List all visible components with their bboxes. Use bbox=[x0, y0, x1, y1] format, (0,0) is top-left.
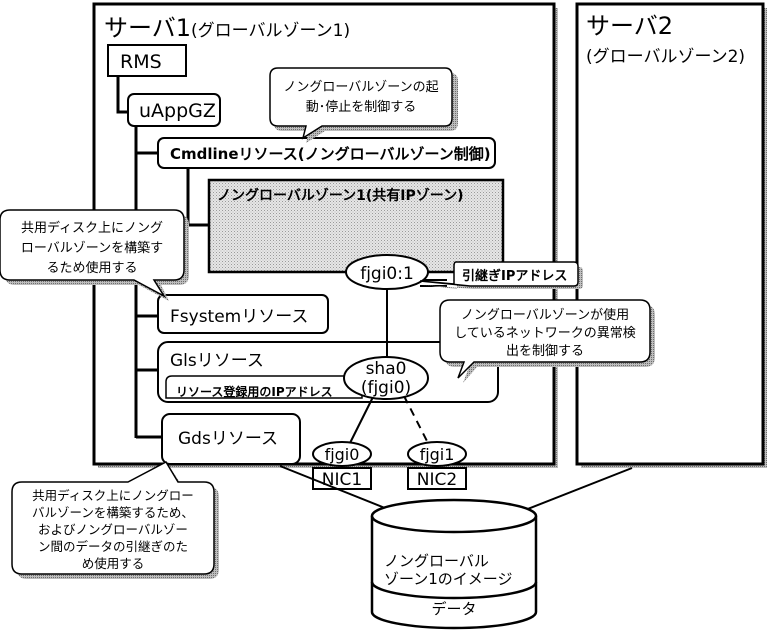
fsystem-note-callout: 共用ディスク上にノング ローバルゾーンを構築す るため使用する bbox=[0, 209, 189, 301]
gls-note-line-1: ノングローバルゾーンが使用 bbox=[461, 307, 629, 323]
gls-ip-label: リソース登録用のIPアドレス bbox=[176, 384, 333, 399]
shared-disk[interactable]: ノングローバル ゾーン1のイメージ データ bbox=[370, 498, 538, 630]
gls-note-line-3: 出を制御する bbox=[506, 344, 584, 359]
link-server2-disk bbox=[514, 467, 633, 515]
fsystem-note-line-2: ローバルゾーンを構築す bbox=[21, 241, 163, 256]
fjgi0-label: fjgi0 bbox=[325, 445, 360, 464]
rms-label: RMS bbox=[120, 51, 162, 73]
gds-note-callout: 共用ディスク上にノングロー バルゾーンを構築するため、 およびノングローバルゾー… bbox=[11, 461, 219, 579]
gds-note-line-3: およびノングローバルゾー bbox=[38, 522, 188, 537]
logical-interface[interactable]: fjgi0:1 bbox=[345, 254, 429, 290]
uappgz-label: uAppGZ bbox=[139, 100, 216, 122]
nic-1-label: NIC1 bbox=[322, 470, 362, 490]
fsystem-label: Fsystemリソース bbox=[170, 307, 308, 327]
disk-image-label-1: ノングローバル bbox=[384, 552, 489, 570]
nic-1[interactable]: NIC1 bbox=[312, 467, 372, 490]
gds-note-line-4: ン間のデータの引継ぎのた bbox=[38, 539, 188, 554]
server-2-subtitle: (グローバルゾーン2) bbox=[586, 47, 745, 67]
cmdline-note-callout: ノングローバルゾーンの起 動･停止を制御する bbox=[269, 67, 458, 143]
logical-interface-label: fjgi0:1 bbox=[360, 264, 414, 284]
gls-note-callout: ノングローバルゾーンが使用 しているネットワークの異常検 出を制御する bbox=[439, 299, 655, 383]
physical-interface-fjgi1[interactable]: fjgi1 bbox=[407, 441, 467, 467]
server-2-title: サーバ2 bbox=[586, 12, 673, 40]
link-sha-to-fjgi1 bbox=[403, 395, 429, 444]
rms-node[interactable]: RMS bbox=[107, 44, 187, 77]
virtual-interface-sha0[interactable]: sha0 (fjgi0) bbox=[343, 356, 429, 400]
disk-data-label: データ bbox=[431, 600, 476, 618]
disk-image-label-2: ゾーン1のイメージ bbox=[384, 570, 513, 588]
takeover-ip-callout: 引継ぎIPアドレス bbox=[419, 261, 583, 289]
cmdline-note-line-2: 動･停止を制御する bbox=[306, 99, 417, 115]
gds-note-line-1: 共用ディスク上にノングロー bbox=[32, 488, 194, 503]
cmdline-note-line-1: ノングローバルゾーンの起 bbox=[283, 80, 438, 95]
fsystem-resource[interactable]: Fsystemリソース bbox=[157, 294, 329, 334]
fsystem-note-line-3: るため使用する bbox=[46, 260, 137, 276]
gls-label: Glsリソース bbox=[170, 351, 264, 371]
physical-interface-fjgi0[interactable]: fjgi0 bbox=[312, 441, 372, 467]
connector-rms-uappgz bbox=[116, 76, 128, 114]
gds-note-line-5: め使用する bbox=[82, 556, 145, 571]
sha0-label: sha0 bbox=[366, 359, 407, 379]
fsystem-note-line-1: 共用ディスク上にノング bbox=[21, 220, 163, 236]
sha0-sub-label: (fjgi0) bbox=[361, 378, 411, 398]
gds-note-line-2: バルゾーンを構築するため、 bbox=[32, 505, 194, 520]
ngz-label: ノングローバルゾーン1(共有IPゾーン) bbox=[217, 187, 463, 204]
nic-2-label: NIC2 bbox=[417, 470, 457, 490]
server-1-title: サーバ1(グローバルゾーン1) bbox=[104, 14, 350, 42]
cmdline-label: Cmdlineリソース(ノングローバルゾーン制御) bbox=[170, 145, 491, 163]
non-global-zone-1[interactable]: ノングローバルゾーン1(共有IPゾーン) bbox=[207, 178, 505, 274]
cmdline-resource[interactable]: Cmdlineリソース(ノングローバルゾーン制御) bbox=[157, 137, 496, 169]
link-server1-disk bbox=[279, 465, 386, 509]
gds-resource[interactable]: Gdsリソース bbox=[161, 413, 301, 465]
uappgz-node[interactable]: uAppGZ bbox=[127, 93, 221, 127]
fjgi1-label: fjgi1 bbox=[420, 445, 455, 464]
disk-links bbox=[279, 465, 633, 515]
link-sha-to-fjgi0 bbox=[349, 394, 375, 444]
server-2-frame bbox=[575, 2, 767, 468]
nic-2[interactable]: NIC2 bbox=[407, 467, 467, 490]
network-links bbox=[349, 279, 447, 444]
gds-label: Gdsリソース bbox=[178, 429, 278, 449]
gls-note-line-2: しているネットワークの異常検 bbox=[454, 326, 636, 341]
takeover-ip-label: 引継ぎIPアドレス bbox=[462, 268, 567, 284]
